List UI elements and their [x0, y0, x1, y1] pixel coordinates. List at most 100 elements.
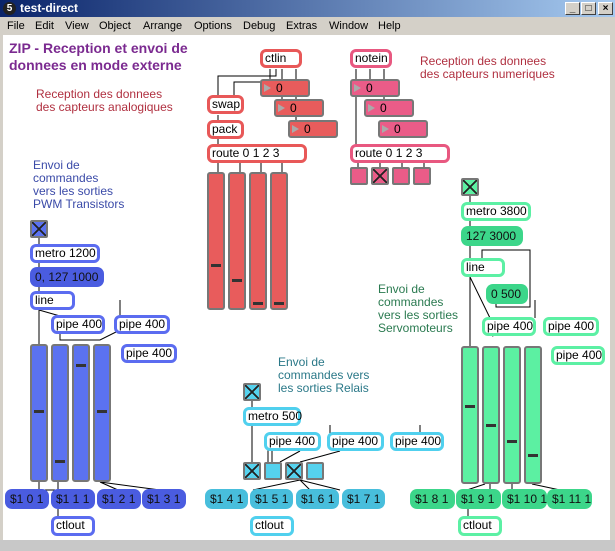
slider[interactable]	[482, 346, 500, 484]
metro-object[interactable]: metro 3800	[461, 202, 531, 221]
slider[interactable]	[72, 344, 90, 482]
slider-knob[interactable]	[253, 302, 263, 306]
slider[interactable]	[503, 346, 521, 484]
toggle[interactable]	[371, 167, 389, 185]
line-object[interactable]: line	[461, 258, 505, 277]
message-box[interactable]: 127 3000	[461, 226, 523, 246]
number-box[interactable]: 0	[350, 79, 400, 97]
toggle[interactable]	[350, 167, 368, 185]
analog-comment: Reception des donnees des capteurs analo…	[36, 87, 173, 114]
slider[interactable]	[207, 172, 225, 310]
menu-bar: File Edit View Object Arrange Options De…	[0, 17, 615, 35]
message-box[interactable]: $1 7 1	[342, 489, 385, 509]
slider-knob[interactable]	[232, 278, 242, 282]
menu-view[interactable]: View	[65, 20, 89, 32]
slider[interactable]	[93, 344, 111, 482]
toggle[interactable]	[264, 462, 282, 480]
number-box[interactable]: 0	[288, 120, 338, 138]
ctlin-object[interactable]: ctlin	[260, 49, 302, 68]
close-button[interactable]: ×	[598, 2, 613, 15]
message-box[interactable]: 0 500	[486, 284, 528, 304]
ctlout-object[interactable]: ctlout	[458, 516, 502, 536]
metro-object[interactable]: metro 500	[243, 407, 302, 426]
slider-knob[interactable]	[486, 424, 496, 428]
number-box[interactable]: 0	[364, 99, 414, 117]
menu-debug[interactable]: Debug	[243, 20, 276, 32]
pipe-object[interactable]: pipe 400	[482, 317, 536, 336]
number-box[interactable]: 0	[274, 99, 324, 117]
pipe-object[interactable]: pipe 400	[51, 315, 105, 334]
toggle[interactable]	[285, 462, 303, 480]
pipe-object[interactable]: pipe 400	[121, 344, 177, 363]
message-box[interactable]: $1 11 1	[547, 489, 592, 509]
route-object[interactable]: route 0 1 2 3	[350, 144, 450, 163]
pipe-object[interactable]: pipe 400	[390, 432, 444, 451]
relais-toggle[interactable]	[243, 383, 261, 401]
slider[interactable]	[270, 172, 288, 310]
message-box[interactable]: $1 2 1	[97, 489, 141, 509]
message-box[interactable]: $1 1 1	[51, 489, 95, 509]
toggle[interactable]	[243, 462, 261, 480]
message-box[interactable]: $1 6 1	[296, 489, 339, 509]
slider[interactable]	[461, 346, 479, 484]
toggle[interactable]	[413, 167, 431, 185]
message-box[interactable]: 0, 127 1000	[30, 267, 104, 287]
menu-options[interactable]: Options	[194, 20, 232, 32]
toggle[interactable]	[392, 167, 410, 185]
slider-knob[interactable]	[507, 439, 517, 443]
route-object[interactable]: route 0 1 2 3	[207, 144, 307, 163]
metro-object[interactable]: metro 1200	[30, 244, 100, 263]
slider-knob[interactable]	[76, 363, 86, 367]
relais-comment: Envoi de commandes vers les sorties Rela…	[278, 355, 370, 395]
pipe-object[interactable]: pipe 400	[264, 432, 321, 451]
slider-knob[interactable]	[465, 404, 475, 408]
minimize-button[interactable]: _	[565, 2, 580, 15]
menu-help[interactable]: Help	[378, 20, 401, 32]
menu-file[interactable]: File	[7, 20, 25, 32]
slider[interactable]	[524, 346, 542, 484]
swap-object[interactable]: swap	[207, 95, 244, 114]
ctlout-object[interactable]: ctlout	[51, 516, 95, 536]
slider-knob[interactable]	[211, 264, 221, 268]
numeric-comment: Reception des donnees des capteurs numer…	[420, 54, 555, 81]
message-box[interactable]: $1 4 1	[205, 489, 248, 509]
servo-toggle[interactable]	[461, 178, 479, 196]
slider-knob[interactable]	[528, 454, 538, 457]
pipe-object[interactable]: pipe 400	[551, 346, 605, 365]
toggle[interactable]	[306, 462, 324, 480]
number-box[interactable]: 0	[260, 79, 310, 97]
slider-knob[interactable]	[34, 410, 44, 414]
message-box[interactable]: $1 10 1	[502, 489, 547, 509]
menu-extras[interactable]: Extras	[286, 20, 318, 32]
pipe-object[interactable]: pipe 400	[114, 315, 170, 334]
message-box[interactable]: $1 0 1	[5, 489, 49, 509]
message-box[interactable]: $1 5 1	[250, 489, 293, 509]
slider-knob[interactable]	[274, 302, 284, 306]
slider[interactable]	[228, 172, 246, 310]
slider[interactable]	[249, 172, 267, 310]
slider[interactable]	[30, 344, 48, 482]
patcher-canvas[interactable]: ZIP - Reception et envoi de donnees en m…	[3, 35, 610, 540]
ctlout-object[interactable]: ctlout	[250, 516, 294, 536]
menu-edit[interactable]: Edit	[35, 20, 54, 32]
slider-knob[interactable]	[55, 459, 65, 463]
pipe-object[interactable]: pipe 400	[327, 432, 384, 451]
slider[interactable]	[51, 344, 69, 482]
message-box[interactable]: $1 8 1	[410, 489, 455, 509]
menu-arrange[interactable]: Arrange	[143, 20, 183, 32]
message-box[interactable]: $1 9 1	[456, 489, 501, 509]
message-box[interactable]: $1 3 1	[142, 489, 186, 509]
bottom-toolbar	[0, 540, 615, 551]
maximize-button[interactable]: □	[581, 2, 596, 15]
menu-window[interactable]: Window	[329, 20, 369, 32]
pack-object[interactable]: pack	[207, 120, 244, 139]
menu-object[interactable]: Object	[99, 20, 131, 32]
slider-knob[interactable]	[97, 410, 107, 414]
line-object[interactable]: line	[30, 291, 75, 310]
number-box[interactable]: 0	[378, 120, 428, 138]
pipe-object[interactable]: pipe 400	[543, 317, 599, 336]
patch-title: ZIP - Reception et envoi de donnees en m…	[9, 40, 188, 73]
title-bar: 5 test-direct _ □ ×	[0, 0, 615, 17]
pwm-toggle[interactable]	[30, 220, 48, 238]
notein-object[interactable]: notein	[350, 49, 392, 68]
